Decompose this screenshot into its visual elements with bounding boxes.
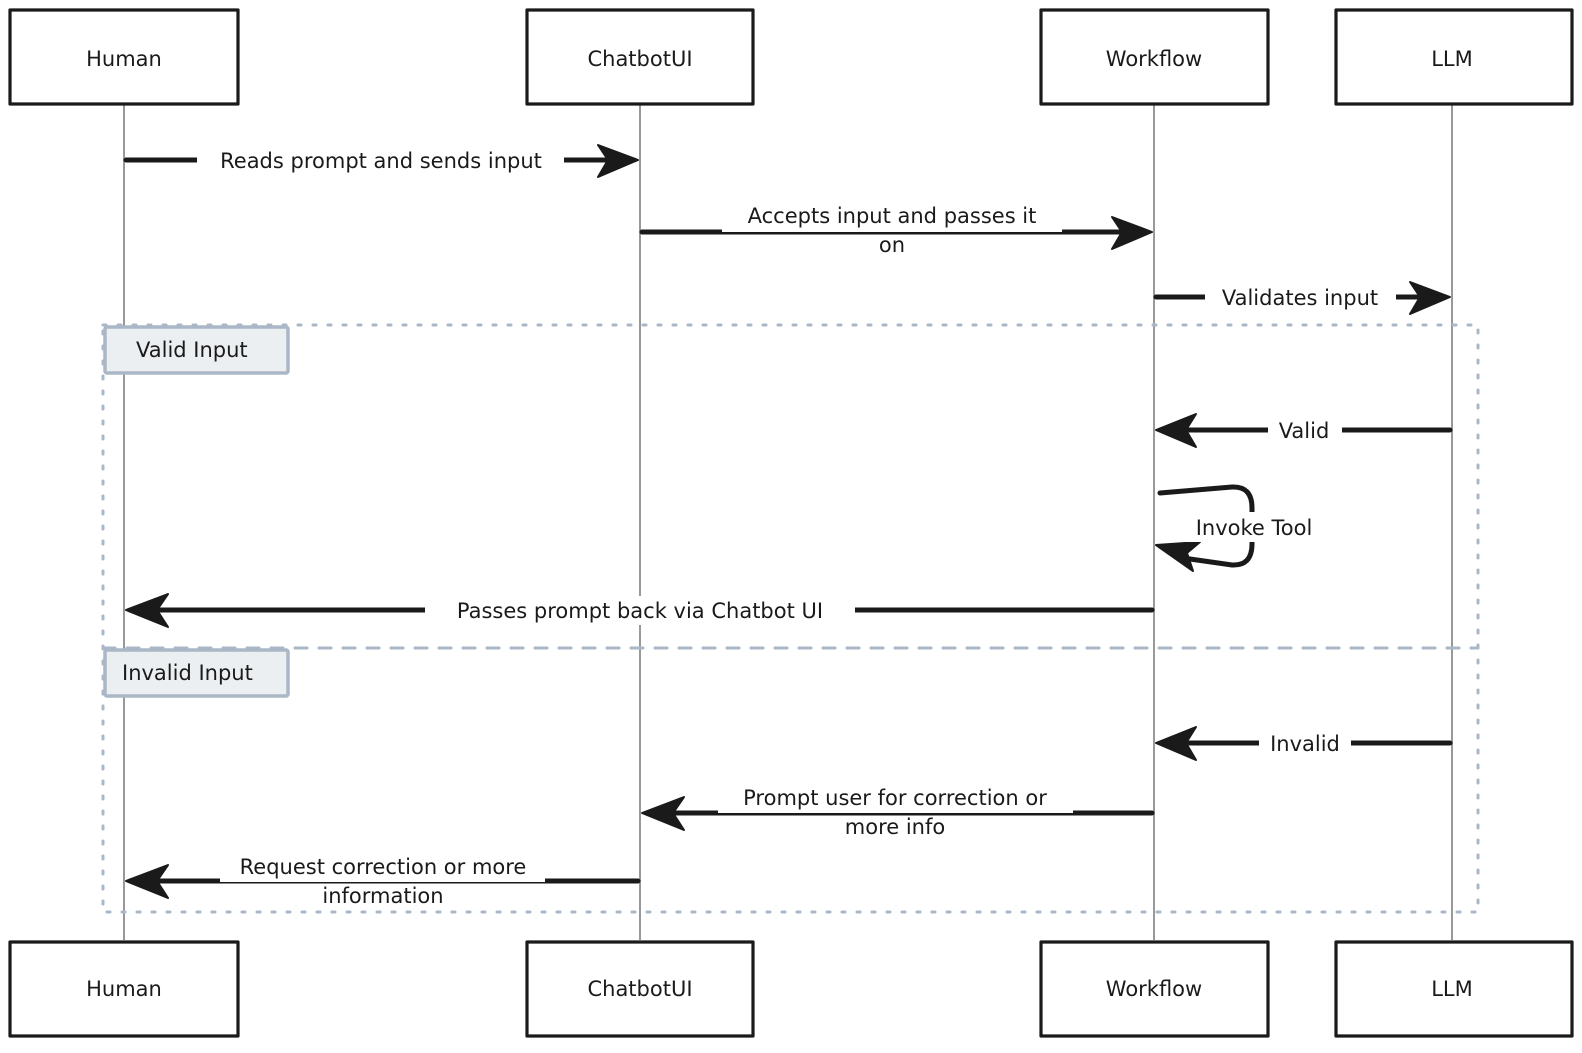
message-label-line-2: information <box>322 884 443 908</box>
alt-block-frame <box>101 323 1480 914</box>
participant-box[interactable] <box>1334 8 1574 106</box>
label-backdrop <box>220 850 545 882</box>
participant-box[interactable] <box>8 8 240 106</box>
alt-tag-invalid-box <box>103 648 290 698</box>
arrow-head-left <box>1155 541 1201 572</box>
label-backdrop <box>718 781 1073 813</box>
label-backdrop <box>1175 512 1335 542</box>
message-label: Invoke Tool <box>1196 516 1313 540</box>
participant-llm-bottom[interactable]: LLM <box>1334 940 1574 1038</box>
message-label-line-1: Prompt user for correction or <box>743 786 1047 810</box>
message-label: Validates input <box>1222 286 1378 310</box>
message-label-line-1: Accepts input and passes it <box>748 204 1037 228</box>
participant-name: ChatbotUI <box>587 47 692 71</box>
participant-box[interactable] <box>1039 940 1270 1038</box>
arrow-head-left <box>641 796 685 831</box>
message-label-line-1: Request correction or more <box>240 855 527 879</box>
participant-box[interactable] <box>8 940 240 1038</box>
participant-name: Human <box>86 977 162 1001</box>
participant-llm-top[interactable]: LLM <box>1334 8 1574 106</box>
participant-name: Workflow <box>1106 977 1202 1001</box>
participant-name: ChatbotUI <box>587 977 692 1001</box>
participant-name: LLM <box>1431 47 1473 71</box>
arrow-head-left <box>1155 413 1197 448</box>
alt-tag-invalid-label: Invalid Input <box>122 661 253 685</box>
participant-human-top[interactable]: Human <box>8 8 240 106</box>
message-invalid: Invalid <box>1155 726 1453 761</box>
message-invoke-tool: Invoke Tool <box>1155 484 1335 572</box>
participant-chatbotui-top[interactable]: ChatbotUI <box>525 8 755 106</box>
message-label-line-2: on <box>879 233 905 257</box>
participant-name: LLM <box>1431 977 1473 1001</box>
message-validates-input: Validates input <box>1153 281 1451 315</box>
participant-box[interactable] <box>525 8 755 106</box>
arrow-head-left <box>1155 726 1197 761</box>
label-backdrop <box>722 200 1062 232</box>
message-passes-prompt-back-via-chatbot-ui: Passes prompt back via Chatbot UI <box>125 593 1155 628</box>
label-backdrop <box>197 145 564 175</box>
arrow-head-right <box>597 144 639 178</box>
message-accepts-input-and-passes-it-on: Accepts input and passes it on <box>639 200 1153 257</box>
message-prompt-user-for-correction-or-more-info: Prompt user for correction or more info <box>641 781 1155 839</box>
label-backdrop <box>1259 729 1351 758</box>
message-request-correction-or-more-information: Request correction or more information <box>125 850 641 908</box>
message-label: Valid <box>1279 419 1330 443</box>
arrow-head-left <box>125 593 169 628</box>
participant-chatbotui-bottom[interactable]: ChatbotUI <box>525 940 755 1038</box>
message-label: Passes prompt back via Chatbot UI <box>457 599 823 623</box>
alt-tag-valid-box <box>103 325 290 375</box>
participant-box[interactable] <box>1334 940 1574 1038</box>
arrow-head-right <box>1111 216 1153 250</box>
label-backdrop <box>1268 416 1342 445</box>
participant-name: Human <box>86 47 162 71</box>
alt-tag-valid-label: Valid Input <box>136 338 248 362</box>
message-reads-prompt-and-sends-input: Reads prompt and sends input <box>123 144 639 178</box>
arrow-head-right <box>1409 281 1451 315</box>
alt-tag-valid-input: Valid Input <box>103 325 290 375</box>
alt-tag-invalid-input: Invalid Input <box>103 648 290 698</box>
message-label: Invalid <box>1270 732 1340 756</box>
participant-human-bottom[interactable]: Human <box>8 940 240 1038</box>
message-label-line-2: more info <box>845 815 945 839</box>
participant-workflow-bottom[interactable]: Workflow <box>1039 940 1270 1038</box>
participant-name: Workflow <box>1106 47 1202 71</box>
label-backdrop <box>1205 283 1396 312</box>
lifelines <box>123 104 1453 940</box>
participant-workflow-top[interactable]: Workflow <box>1039 8 1270 106</box>
arrow-head-left <box>125 864 169 899</box>
alt-frame-outline <box>101 323 1480 914</box>
label-backdrop <box>425 596 855 625</box>
participant-box[interactable] <box>1039 8 1270 106</box>
message-label: Reads prompt and sends input <box>220 149 542 173</box>
message-valid: Valid <box>1155 413 1453 448</box>
participant-box[interactable] <box>525 940 755 1038</box>
